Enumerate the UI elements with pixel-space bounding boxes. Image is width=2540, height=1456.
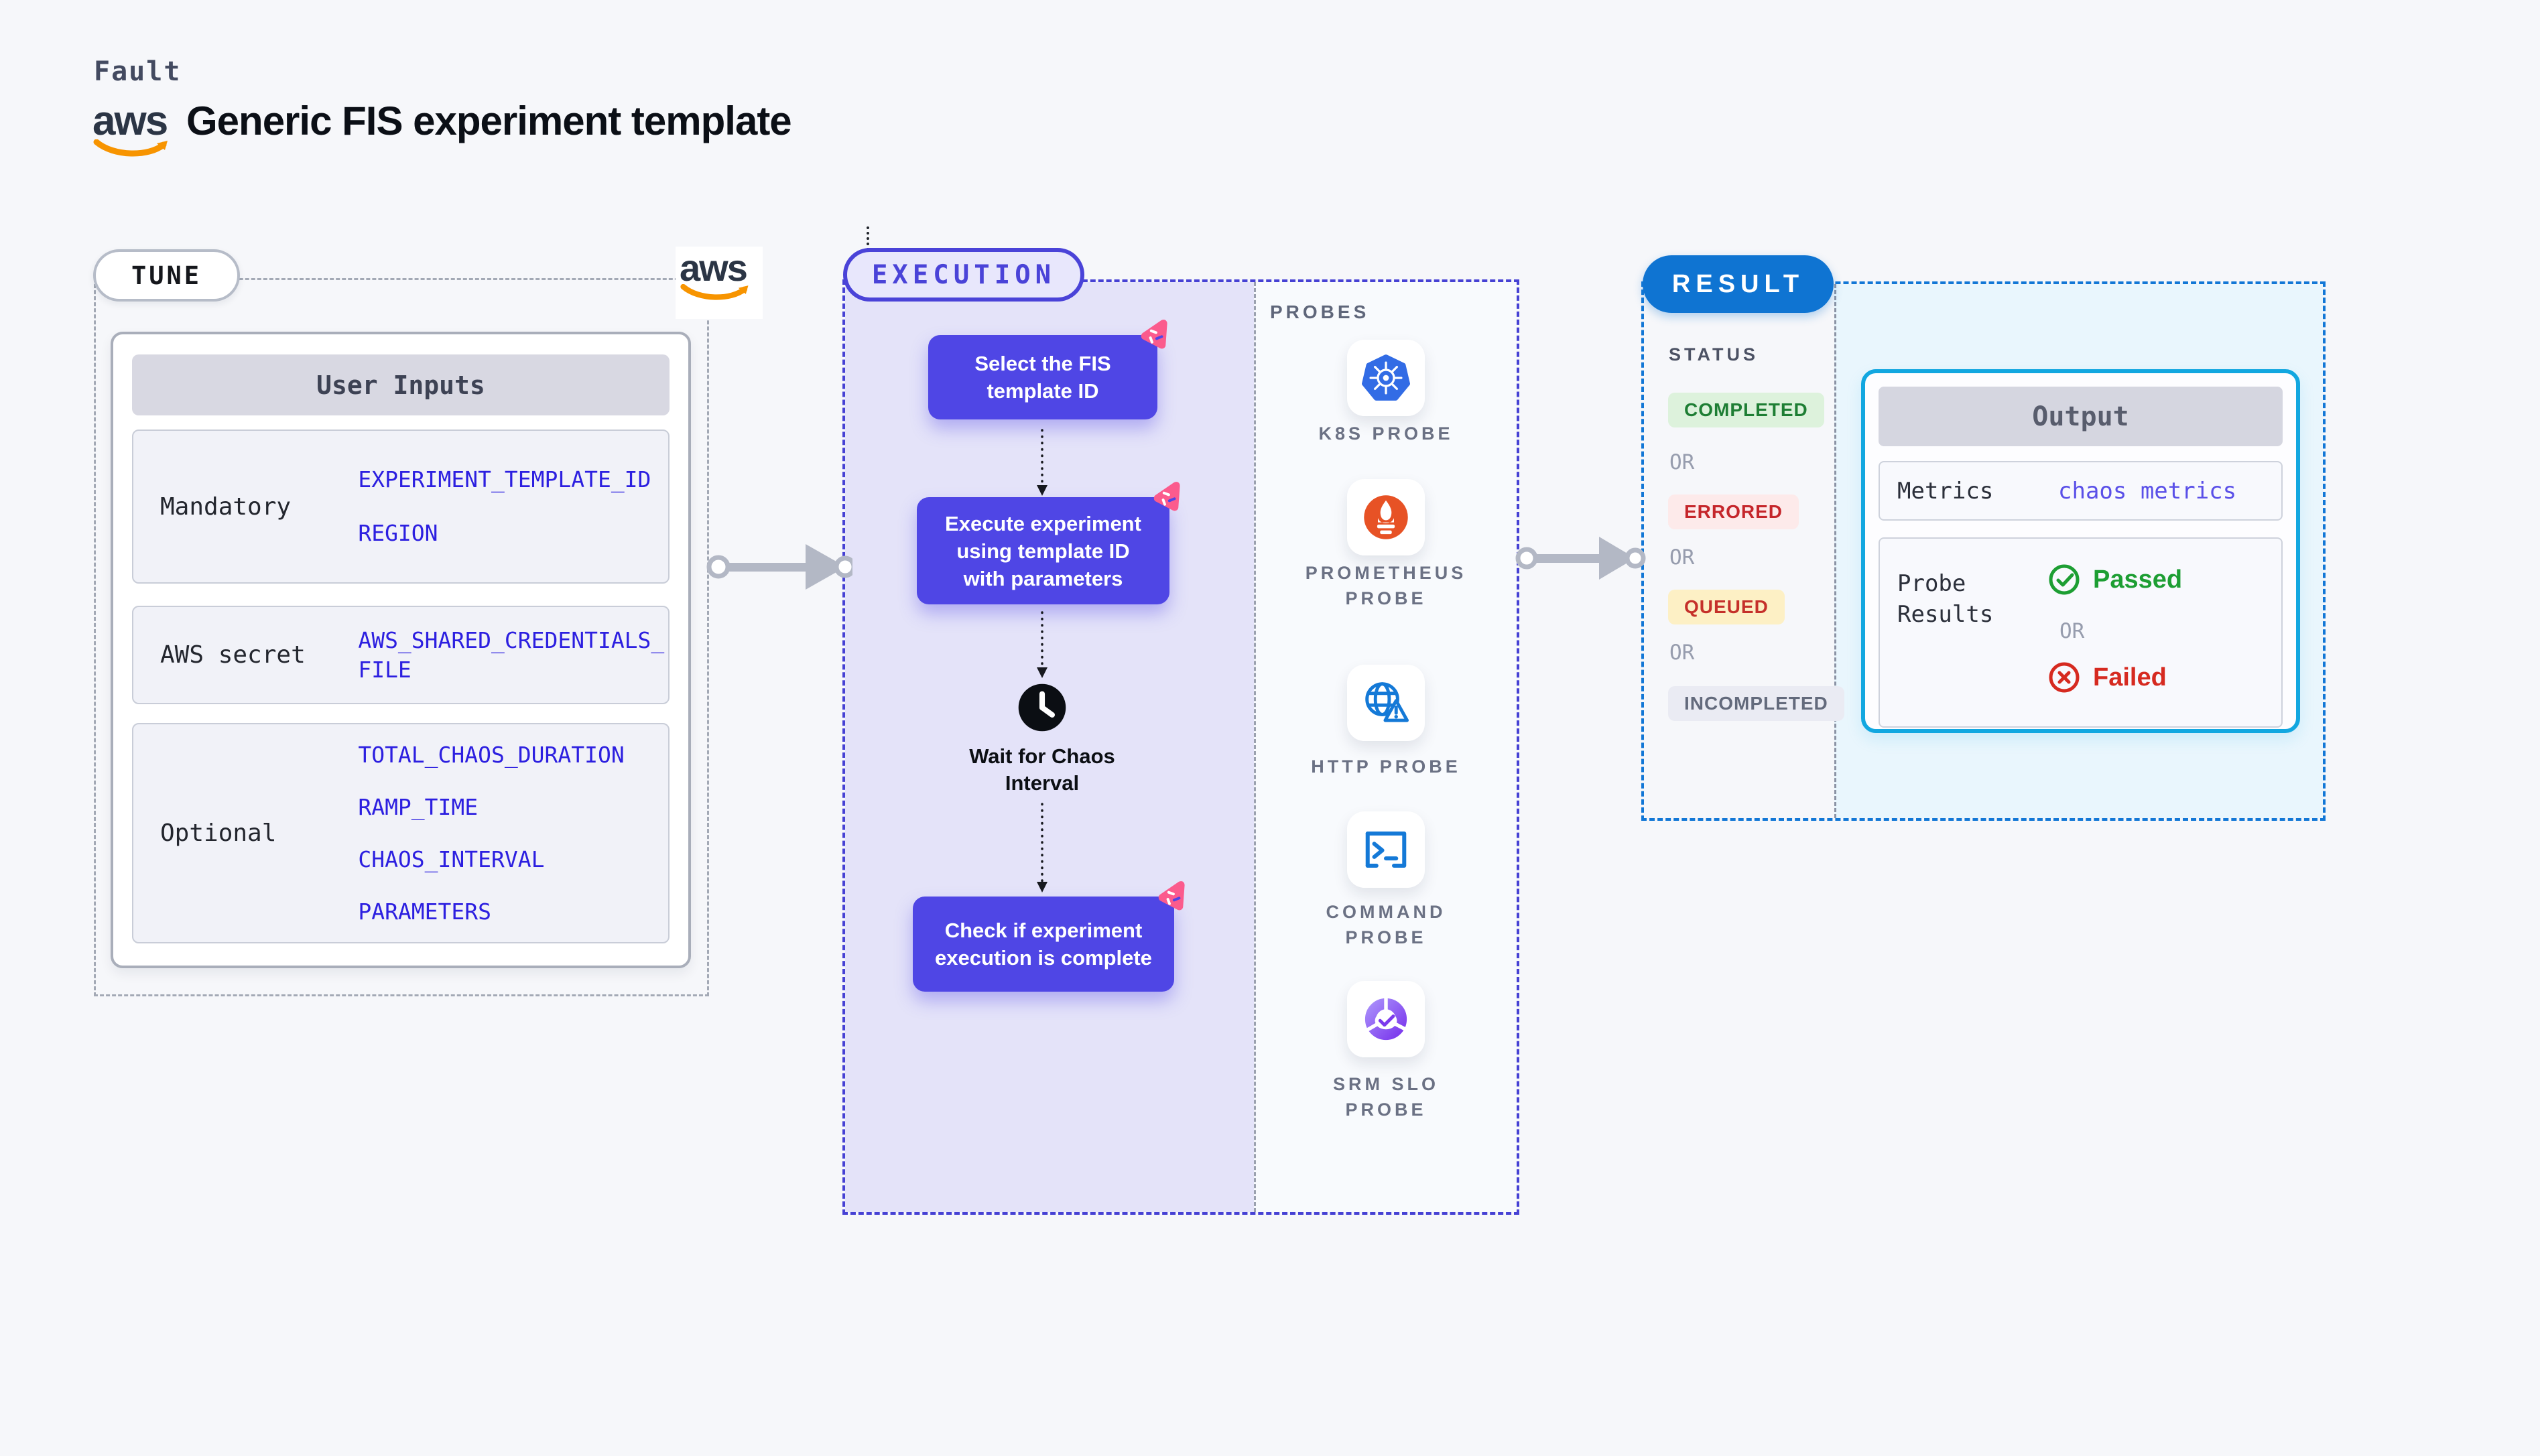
probe-label-command: COMMAND PROBE [1326,902,1446,947]
env-var: AWS_SHARED_CREDENTIALS_FILE [358,626,665,683]
fault-icon [1153,482,1180,511]
terminal-icon [1365,832,1407,868]
probe-label-prometheus: PROMETHEUS PROBE [1305,563,1467,608]
step-label: Execute experiment using template ID wit… [945,511,1141,590]
step-execute-experiment: Execute experiment using template ID wit… [917,497,1169,604]
table-row-optional: Optional TOTAL_CHAOS_DURATION RAMP_TIME … [132,723,670,943]
status-badge-completed: COMPLETED [1668,393,1824,427]
env-var: EXPERIMENT_TEMPLATE_ID [358,466,651,492]
passed-line: Passed [2047,563,2182,596]
passed-label: Passed [2093,565,2183,594]
probe-results-row: Probe Results Passed OR Failed [1879,537,2283,728]
flow-dotted-arrow [1037,611,1047,678]
prometheus-icon [1364,495,1408,539]
row-label: Mandatory [160,492,292,521]
execution-flow-panel [845,282,1254,1212]
flow-dotted-arrow [1037,429,1047,496]
check-circle-icon [2049,564,2080,595]
probe-card-prometheus [1347,479,1425,555]
execution-to-result-arrow [1515,537,1646,580]
tune-to-execution-arrow [706,544,852,590]
aws-logo-text: aws [92,98,168,144]
failed-label: Failed [2093,663,2167,691]
fault-icon [1141,320,1167,349]
env-var: RAMP_TIME [358,793,479,820]
or-separator: OR [2059,619,2085,643]
row-label: Optional [160,819,277,847]
page-title: Generic FIS experiment template [186,98,792,143]
slo-donut-icon [1364,997,1407,1041]
status-badge-queued: QUEUED [1668,590,1785,624]
metrics-label: Metrics [1897,477,1994,505]
step-select-template: Select the FIS template ID [928,335,1157,419]
probe-card-http [1347,665,1425,741]
metrics-value: chaos metrics [2058,477,2237,505]
probe-results-label: Probe Results [1897,570,1994,628]
fault-icon [1158,881,1185,911]
output-header: Output [1879,387,2283,446]
step-label: Check if experiment execution is complet… [935,919,1152,970]
probe-label-srm-slo: SRM SLO PROBE [1332,1074,1439,1120]
table-row-aws-secret: AWS secret AWS_SHARED_CREDENTIALS_FILE [132,606,670,704]
wait-step: Wait for Chaos Interval [935,682,1149,797]
aws-smile-icon [93,139,168,157]
execution-pill: EXECUTION [843,248,1084,302]
x-circle-icon [2049,662,2080,693]
status-label: STATUS [1669,344,1759,365]
or-separator: OR [1669,450,1695,474]
env-var: TOTAL_CHAOS_DURATION [358,741,625,768]
failed-line: Failed [2047,661,2167,694]
probes-label: PROBES [1270,302,1370,322]
env-var: PARAMETERS [358,898,492,925]
result-pill: RESULT [1643,255,1834,313]
tune-group-frame [94,278,709,996]
step-check-complete: Check if experiment execution is complet… [913,897,1174,992]
output-box: Output Metrics chaos metrics Probe Resul… [1861,369,2300,733]
aws-logo-tune: aws [676,247,763,319]
tune-pill: TUNE [93,249,240,302]
kubernetes-icon [1362,354,1410,401]
execution-top-tick [867,226,869,251]
flow-dotted-arrow [1037,803,1047,892]
brand-fault: Fault [94,56,182,87]
http-globe-icon [1365,682,1409,722]
probe-card-k8s [1347,340,1425,416]
row-label: AWS secret [160,641,306,669]
env-var: CHAOS_INTERVAL [358,846,545,872]
clock-icon [1018,683,1066,732]
aws-logo-tune-text: aws [680,247,748,289]
user-inputs-header: User Inputs [132,354,670,415]
status-badge-errored: ERRORED [1668,494,1799,529]
or-separator: OR [1669,545,1695,570]
wait-step-label: Wait for Chaos Interval [969,744,1115,795]
probe-label-k8s: K8S PROBE [1318,423,1454,444]
env-var: REGION [358,520,438,546]
user-inputs-card: User Inputs Mandatory EXPERIMENT_TEMPLAT… [111,332,691,968]
aws-smile-icon [680,284,749,300]
metrics-row: Metrics chaos metrics [1879,461,2283,521]
probe-label-http: HTTP PROBE [1311,756,1461,777]
step-label: Select the FIS template ID [974,352,1111,403]
probe-card-command [1347,811,1425,888]
aws-logo: aws [92,101,173,159]
or-separator: OR [1669,641,1695,665]
status-badge-incompleted: INCOMPLETED [1668,686,1844,721]
probe-card-srm-slo [1347,981,1425,1057]
table-row-mandatory: Mandatory EXPERIMENT_TEMPLATE_ID REGION [132,429,670,584]
